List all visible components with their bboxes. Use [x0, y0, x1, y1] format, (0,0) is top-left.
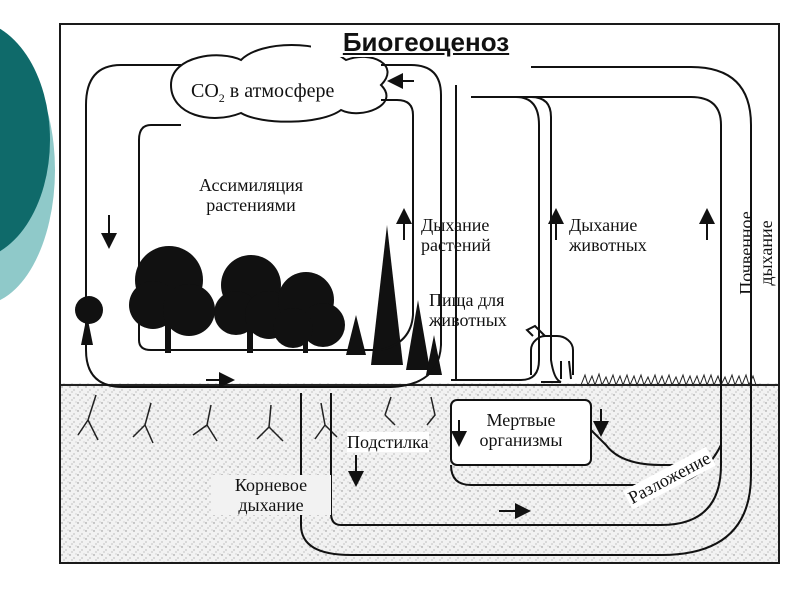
plant-respiration-label: Дыхание растений: [421, 215, 491, 255]
roots: [77, 394, 436, 444]
trees: [75, 225, 442, 375]
litter-label: Подстилка: [347, 432, 429, 452]
animal-respiration-label: Дыхание животных: [569, 215, 647, 255]
dead-organisms-label: Мертвые организмы: [479, 410, 563, 450]
animal-respiration-channel: [451, 85, 540, 381]
assimilation-loop-outer: [85, 64, 391, 388]
plant-respiration-channel: [380, 64, 442, 388]
diagram-title: Биогеоценоз: [311, 27, 541, 57]
biogeocenosis-diagram: Биогеоценоз CO2 в атмосфере Ассимиляция …: [59, 23, 780, 564]
co2-cloud: [169, 44, 389, 123]
food-for-animals-label: Пища для животных: [429, 290, 507, 330]
root-respiration-label: Корневое дыхание: [211, 475, 331, 515]
assimilation-loop-inner: [138, 124, 381, 351]
soil-respiration-label: Почвенное дыхание: [736, 211, 776, 295]
assimilation-label: Ассимиляция растениями: [199, 175, 303, 215]
soil-respiration-channel: [300, 66, 752, 556]
slide-decoration: [0, 28, 55, 301]
co2-atmosphere-label: CO2 в атмосфере: [191, 80, 335, 105]
